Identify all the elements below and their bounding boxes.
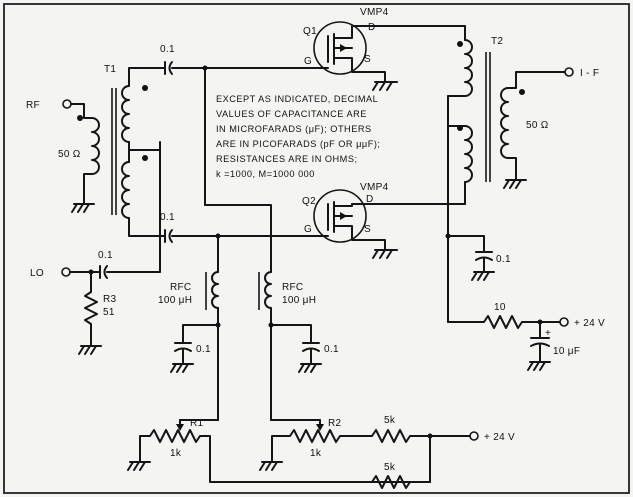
svg-text:S: S <box>364 224 371 235</box>
capacitor-rfc1: 0.1 <box>170 324 219 373</box>
svg-text:R1: R1 <box>190 418 204 429</box>
svg-text:5k: 5k <box>384 415 396 426</box>
svg-text:I - F: I - F <box>580 68 599 79</box>
svg-text:G: G <box>304 224 312 235</box>
svg-text:RFC: RFC <box>170 282 191 293</box>
svg-text:LO: LO <box>30 268 44 279</box>
svg-text:10: 10 <box>494 302 506 313</box>
svg-text:100 μH: 100 μH <box>158 295 192 306</box>
svg-text:5k: 5k <box>384 462 396 473</box>
svg-text:R3: R3 <box>103 294 117 305</box>
svg-text:D: D <box>366 194 374 205</box>
resistor-10: 10 <box>447 302 561 329</box>
mosfet-q2: Q2 VMP4 D G S <box>302 182 466 259</box>
potentiometer-r1: R1 1k <box>127 418 431 483</box>
resistor-5k-top: 5k <box>371 415 471 443</box>
svg-text:0.1: 0.1 <box>160 44 175 55</box>
svg-text:VMP4: VMP4 <box>360 182 389 193</box>
svg-text:EXCEPT AS INDICATED, DECIMAL: EXCEPT AS INDICATED, DECIMAL <box>216 94 378 104</box>
svg-text:S: S <box>364 54 371 65</box>
svg-text:+: + <box>545 328 551 339</box>
svg-text:D: D <box>368 22 376 33</box>
svg-text:VMP4: VMP4 <box>360 7 389 18</box>
svg-text:VALUES OF CAPACITANCE ARE: VALUES OF CAPACITANCE ARE <box>216 109 367 119</box>
svg-text:Q2: Q2 <box>302 196 316 207</box>
lo-input: LO 0.1 <box>30 250 161 279</box>
supply-terminal-top: + 24 V <box>559 317 605 329</box>
t2-secondary-coil: 50 Ω <box>500 71 566 189</box>
resistor-5k-bottom: 5k <box>371 435 431 489</box>
svg-text:1k: 1k <box>170 448 182 459</box>
capacitor-top: 0.1 <box>160 44 313 75</box>
notes-block: EXCEPT AS INDICATED, DECIMAL VALUES OF C… <box>216 94 380 179</box>
svg-text:ARE IN PICOFARADS (pF OR μμF);: ARE IN PICOFARADS (pF OR μμF); <box>216 139 380 149</box>
svg-text:k =1000, M=1000 000: k =1000, M=1000 000 <box>216 169 315 179</box>
capacitor-right: 0.1 <box>447 235 511 281</box>
resistor-r3: R3 51 <box>78 271 117 355</box>
svg-text:T2: T2 <box>491 36 503 47</box>
t1-primary-coil: 50 Ω <box>58 115 100 213</box>
svg-text:0.1: 0.1 <box>496 254 511 265</box>
frame <box>3 3 630 494</box>
rfc-2: RFC 100 μH <box>258 271 316 421</box>
svg-text:10 μF: 10 μF <box>553 346 580 357</box>
svg-text:0.1: 0.1 <box>160 212 175 223</box>
if-output: I - F <box>564 67 599 79</box>
svg-text:50 Ω: 50 Ω <box>526 120 549 131</box>
rfc-1: RFC 100 μH <box>158 235 221 421</box>
svg-text:IN MICROFARADS (μF); OTHERS: IN MICROFARADS (μF); OTHERS <box>216 124 372 134</box>
capacitor-rfc2: 0.1 <box>270 324 339 373</box>
svg-text:0.1: 0.1 <box>98 250 113 261</box>
svg-text:G: G <box>304 56 312 67</box>
t1-secondary-coils <box>121 67 166 273</box>
svg-text:0.1: 0.1 <box>324 344 339 355</box>
t1-core: T1 <box>104 64 117 215</box>
svg-text:T1: T1 <box>104 64 116 75</box>
svg-text:R2: R2 <box>328 418 342 429</box>
svg-text:0.1: 0.1 <box>196 344 211 355</box>
svg-text:+ 24 V: + 24 V <box>484 432 515 443</box>
svg-text:+ 24 V: + 24 V <box>574 318 605 329</box>
svg-text:100 μH: 100 μH <box>282 295 316 306</box>
potentiometer-r2: R2 1k <box>259 418 373 471</box>
rf-input: RF <box>26 99 93 119</box>
svg-text:RFC: RFC <box>282 282 303 293</box>
svg-text:RESISTANCES ARE IN OHMS;: RESISTANCES ARE IN OHMS; <box>216 154 358 164</box>
t2-core: T2 <box>485 36 503 182</box>
t2-primary-coils <box>445 25 473 323</box>
supply-terminal-bottom: + 24 V <box>469 431 515 443</box>
capacitor-mid: 0.1 <box>160 212 313 243</box>
svg-text:51: 51 <box>103 307 115 318</box>
svg-text:50 Ω: 50 Ω <box>58 149 81 160</box>
svg-text:Q1: Q1 <box>303 26 317 37</box>
capacitor-10uf: + 10 μF <box>527 321 580 371</box>
svg-text:RF: RF <box>26 100 40 111</box>
svg-text:1k: 1k <box>310 448 322 459</box>
mosfet-q1: Q1 VMP4 D G S <box>303 7 466 91</box>
